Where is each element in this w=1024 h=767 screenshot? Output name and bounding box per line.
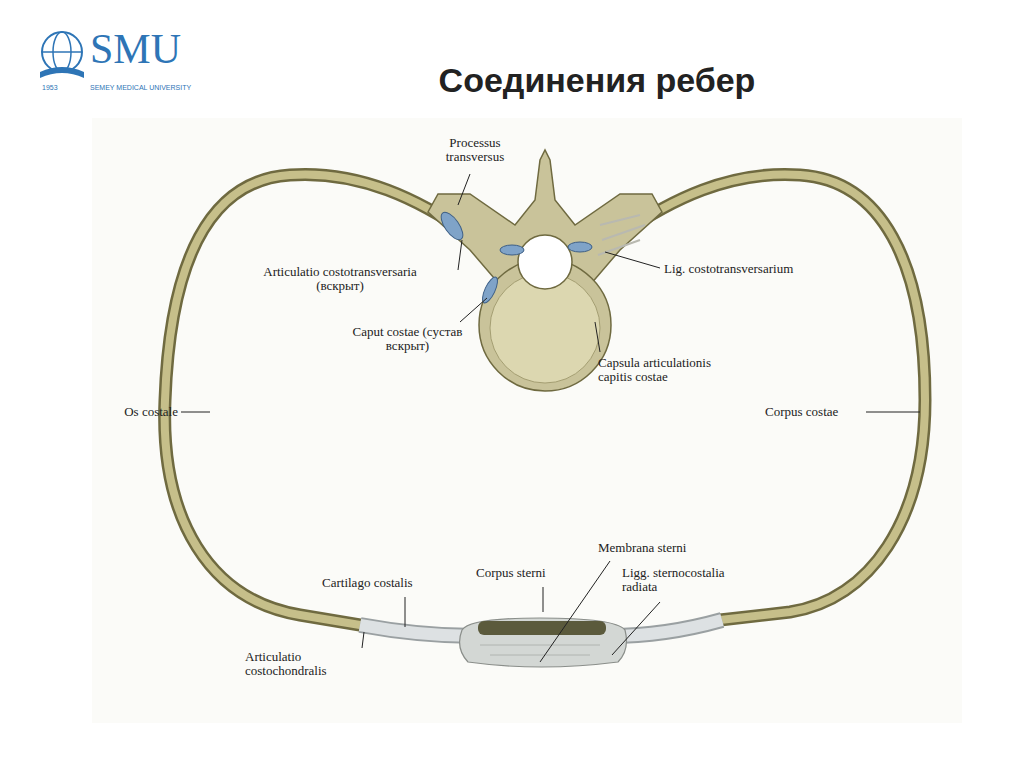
logo-subtitle: SEMEY MEDICAL UNIVERSITY xyxy=(90,84,191,92)
part-label: Corpus sterni xyxy=(476,566,546,580)
leader-lines xyxy=(181,174,920,662)
part-label: Articulatio costochondralis xyxy=(245,650,365,679)
costal-cartilage xyxy=(360,620,722,636)
logo-globe xyxy=(40,32,84,78)
part-label: Membrana sterni xyxy=(598,541,686,555)
logo-text: SMU xyxy=(90,28,181,70)
part-label: Articulatio costotransversaria (вскрыт) xyxy=(240,265,440,294)
vertebra xyxy=(428,150,662,391)
part-label: Corpus costae xyxy=(765,405,838,419)
sternum xyxy=(460,618,627,667)
part-label: Cartilago costalis xyxy=(322,576,413,590)
part-label: Ligg. sternocostalia radiata xyxy=(622,566,742,595)
part-label: Lig. costotransversarium xyxy=(664,262,793,276)
part-label: Caput costae (сустав вскрыт) xyxy=(350,325,465,354)
part-label: Os costale xyxy=(124,405,178,419)
part-label: Capsula articulationis capitis costae xyxy=(598,356,728,385)
logo-year: 1953 xyxy=(42,84,58,92)
figure-ground xyxy=(92,118,962,723)
slide-title: Соединения ребер xyxy=(439,62,756,99)
part-label: Processus transversus xyxy=(425,136,525,165)
ribs xyxy=(165,174,925,625)
